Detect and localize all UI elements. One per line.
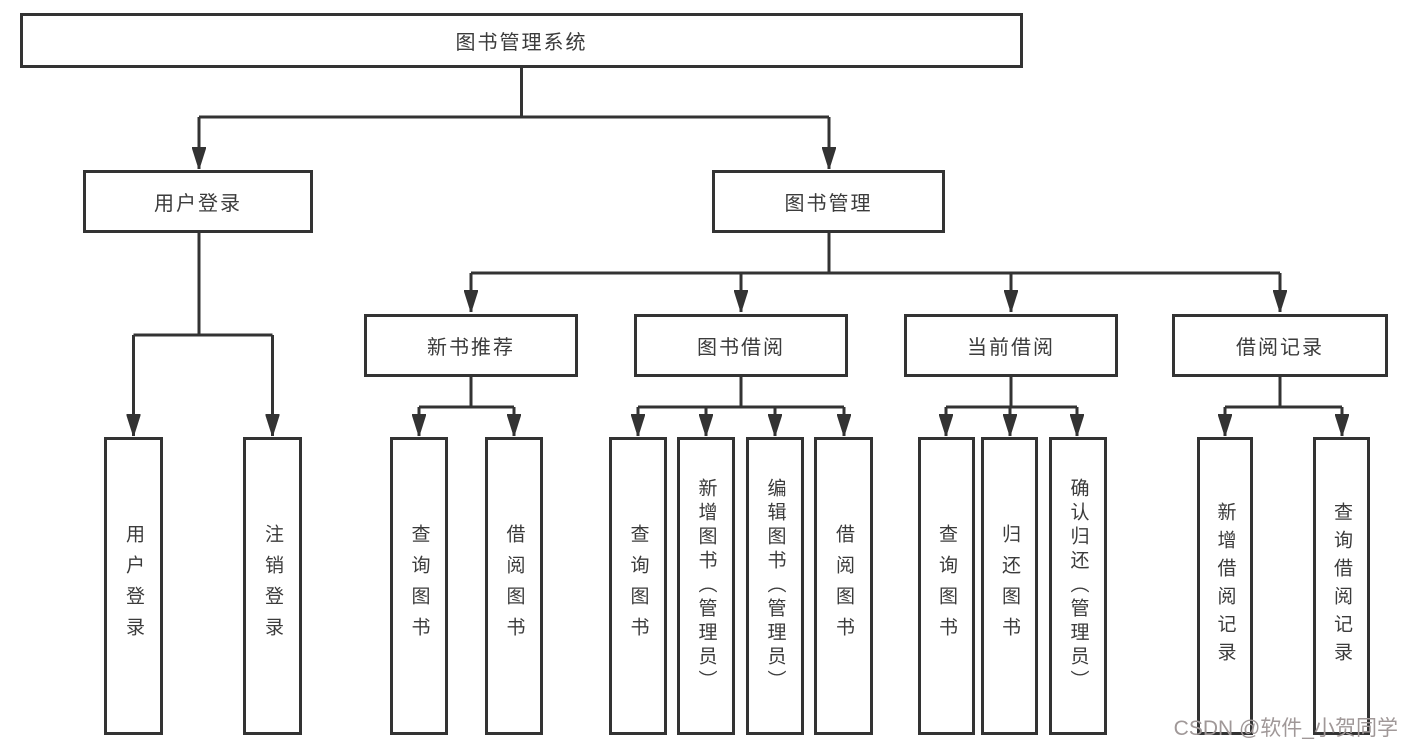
node-root: 图书管理系统 bbox=[20, 13, 1023, 68]
node-user-login: 用户登录 bbox=[83, 170, 313, 233]
node-current-borrow: 当前借阅 bbox=[904, 314, 1118, 377]
leaf-logout: 注销登录 bbox=[243, 437, 302, 735]
leaf-nbr-query-books: 查询图书 bbox=[390, 437, 448, 735]
leaf-bb-query-books: 查询图书 bbox=[609, 437, 667, 735]
node-book-management: 图书管理 bbox=[712, 170, 945, 233]
leaf-br-add-record: 新增借阅记录 bbox=[1197, 437, 1253, 735]
node-new-book-recommend: 新书推荐 bbox=[364, 314, 578, 377]
node-borrow-records: 借阅记录 bbox=[1172, 314, 1388, 377]
leaf-cb-return-books: 归还图书 bbox=[981, 437, 1038, 735]
leaf-br-query-record: 查询借阅记录 bbox=[1313, 437, 1370, 735]
leaf-bb-add-books-admin: 新增图书（管理员） bbox=[677, 437, 735, 735]
leaf-bb-borrow-books: 借阅图书 bbox=[814, 437, 873, 735]
leaf-user-login: 用户登录 bbox=[104, 437, 163, 735]
leaf-nbr-borrow-books: 借阅图书 bbox=[485, 437, 543, 735]
node-book-borrow: 图书借阅 bbox=[634, 314, 848, 377]
leaf-bb-edit-books-admin: 编辑图书（管理员） bbox=[746, 437, 804, 735]
leaf-cb-query-books: 查询图书 bbox=[918, 437, 975, 735]
leaf-cb-confirm-return-admin: 确认归还（管理员） bbox=[1049, 437, 1107, 735]
